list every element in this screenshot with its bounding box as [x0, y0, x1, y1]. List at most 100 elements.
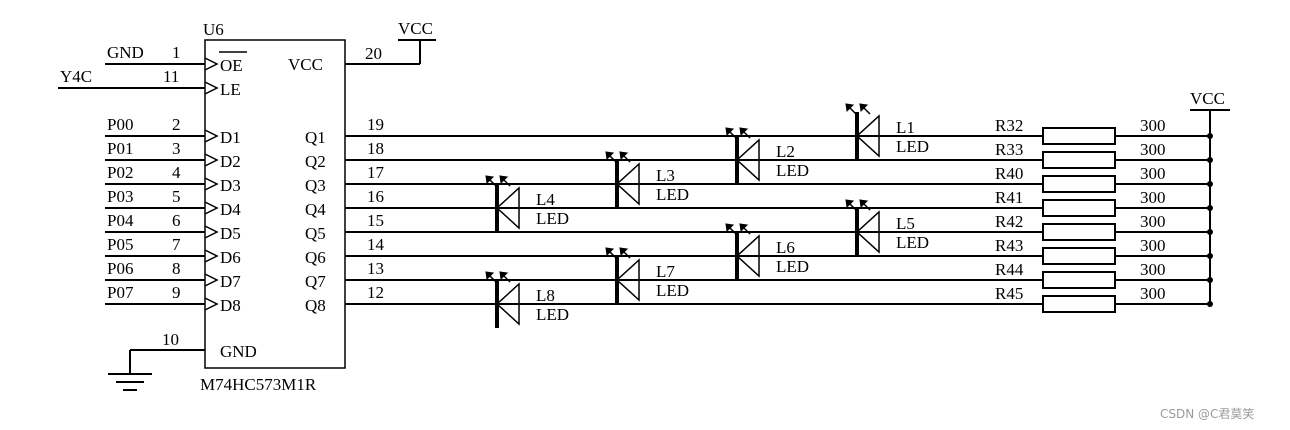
led-ref: L3 — [656, 166, 675, 185]
led-light-arrowhead — [619, 247, 629, 257]
led-light-arrowhead — [845, 199, 855, 209]
left-pin-label: D3 — [220, 176, 241, 195]
left-pin-number: 9 — [172, 283, 181, 302]
resistor-body — [1042, 247, 1116, 265]
left-net-label: Y4C — [60, 67, 92, 86]
led-triangle — [615, 162, 640, 206]
led-type: LED — [776, 257, 809, 276]
led-type: LED — [656, 185, 689, 204]
left-pin-number: 6 — [172, 211, 181, 230]
gnd-pin-number: 10 — [162, 330, 179, 349]
resistor-body — [1042, 271, 1116, 289]
led-light-arrowhead — [499, 271, 509, 281]
resistor-body — [1042, 223, 1116, 241]
left-pin-label: D5 — [220, 224, 241, 243]
led-light-arrowhead — [725, 223, 735, 233]
left-pin-number: 5 — [172, 187, 181, 206]
left-pin-number: 8 — [172, 259, 181, 278]
left-net-label: P00 — [107, 115, 133, 134]
resistor-ref: R45 — [995, 284, 1023, 303]
left-pin-number: 11 — [163, 67, 179, 86]
led-triangle — [735, 234, 760, 278]
led-triangle — [855, 210, 880, 254]
left-pin-number: 2 — [172, 115, 181, 134]
led-triangle — [615, 258, 640, 302]
right-pin-number: 16 — [367, 187, 384, 206]
right-pin-label: Q6 — [305, 248, 326, 267]
led-type: LED — [896, 233, 929, 252]
right-pin-label: Q1 — [305, 128, 326, 147]
led-light-arrowhead — [739, 127, 749, 137]
led-light-arrowhead — [485, 271, 495, 281]
left-pin-number: 7 — [172, 235, 181, 254]
left-net-label: P04 — [107, 211, 134, 230]
resistor-ref: R33 — [995, 140, 1023, 159]
resistor-ref: R42 — [995, 212, 1023, 231]
vcc-pin-label: VCC — [288, 55, 323, 74]
resistor-body — [1042, 175, 1116, 193]
led-ref: L1 — [896, 118, 915, 137]
led-type: LED — [896, 137, 929, 156]
left-pin-label: LE — [220, 80, 241, 99]
led-light-arrowhead — [739, 223, 749, 233]
led-type: LED — [776, 161, 809, 180]
led-light-arrowhead — [859, 199, 869, 209]
input-arrow — [204, 273, 219, 287]
right-pin-label: Q2 — [305, 152, 326, 171]
led-triangle — [735, 138, 760, 182]
chip-ref: U6 — [203, 20, 224, 39]
right-pin-number: 13 — [367, 259, 384, 278]
left-pin-label: D7 — [220, 272, 241, 291]
resistor-value: 300 — [1140, 212, 1166, 231]
led-ref: L2 — [776, 142, 795, 161]
led-light-arrowhead — [499, 175, 509, 185]
input-arrow — [204, 297, 219, 311]
resistor-value: 300 — [1140, 236, 1166, 255]
led-light-arrowhead — [859, 103, 869, 113]
input-arrow — [204, 177, 219, 191]
right-pin-number: 19 — [367, 115, 384, 134]
resistor-ref: R43 — [995, 236, 1023, 255]
led-light-arrowhead — [845, 103, 855, 113]
right-pin-number: 15 — [367, 211, 384, 230]
left-net-label: GND — [107, 43, 144, 62]
gnd-pin-label: GND — [220, 342, 257, 361]
resistor-body — [1042, 127, 1116, 145]
left-net-label: P01 — [107, 139, 133, 158]
resistor-value: 300 — [1140, 188, 1166, 207]
led-ref: L4 — [536, 190, 555, 209]
left-net-label: P06 — [107, 259, 133, 278]
left-net-label: P03 — [107, 187, 133, 206]
led-light-arrowhead — [619, 151, 629, 161]
vcc-net-label: VCC — [398, 19, 433, 38]
led-light-arrowhead — [725, 127, 735, 137]
resistor-body — [1042, 295, 1116, 313]
chip-part: M74HC573M1R — [200, 375, 317, 394]
right-pin-label: Q7 — [305, 272, 326, 291]
left-pin-number: 3 — [172, 139, 181, 158]
led-light-arrowhead — [605, 151, 615, 161]
led-ref: L7 — [656, 262, 675, 281]
input-arrow — [204, 225, 219, 239]
led-triangle — [855, 114, 880, 158]
input-arrow — [204, 201, 219, 215]
input-arrow — [204, 81, 219, 95]
resistor-body — [1042, 151, 1116, 169]
led-type: LED — [656, 281, 689, 300]
resistor-value: 300 — [1140, 140, 1166, 159]
resistor-value: 300 — [1140, 284, 1166, 303]
led-ref: L6 — [776, 238, 795, 257]
right-pin-number: 17 — [367, 163, 385, 182]
led-ref: L5 — [896, 214, 915, 233]
left-pin-label: OE — [220, 56, 243, 75]
